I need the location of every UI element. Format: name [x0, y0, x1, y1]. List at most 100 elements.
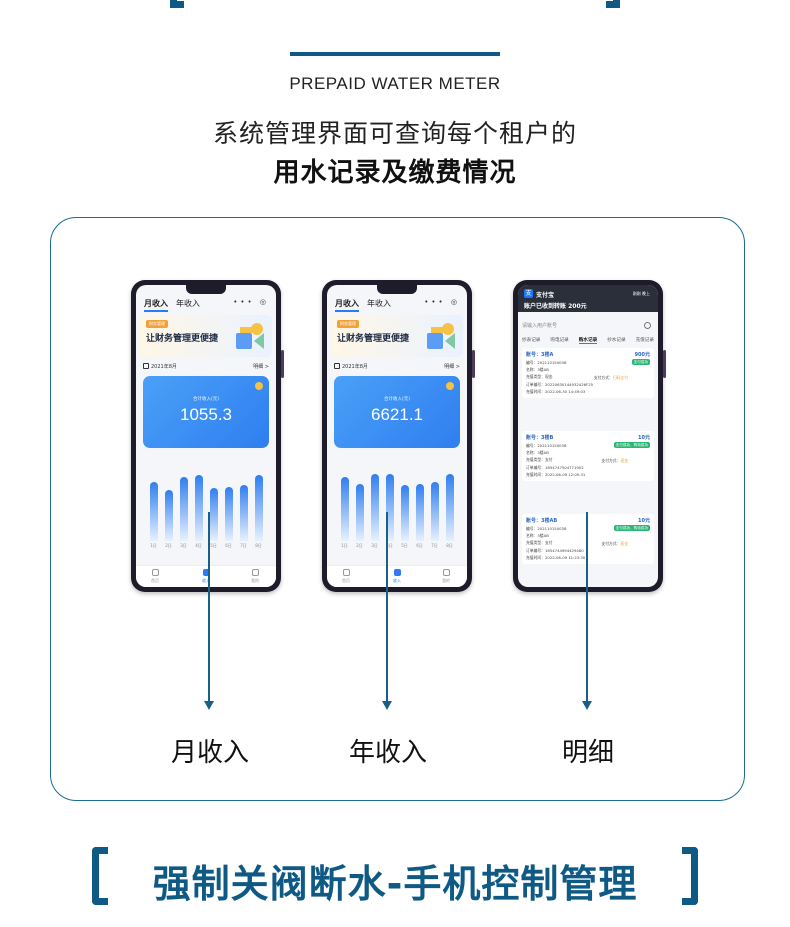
payment-notification[interactable]: 支 支付宝 刚刚 晚上 账户已收到转账 200元 [518, 285, 658, 312]
banner-slogan: 让财务管理更便捷 [146, 334, 219, 344]
income-bar [400, 485, 409, 541]
record-name: 名称：3楼AB [526, 367, 549, 373]
bar-label: 2日 [165, 543, 172, 548]
tab-yearly[interactable]: 年收入 [176, 299, 200, 308]
record-account: 账号：3楼AB [526, 518, 558, 524]
bar-label: 2日 [356, 543, 363, 548]
promo-banner: 财务管理 让财务管理更便捷 [331, 315, 463, 357]
right-bracket [606, 0, 620, 8]
income-bar [415, 483, 424, 541]
side-button [663, 350, 666, 378]
income-bar [430, 481, 439, 541]
caption-yearly: 年收入 [348, 738, 427, 768]
record-tabs: 抄表记录 购电记录 购水记录 抄水记录 充值记录 [522, 337, 654, 344]
calendar-icon[interactable] [143, 363, 149, 369]
bar-label: 5日 [401, 543, 408, 548]
record-pay-method: 支付方式： [601, 458, 621, 463]
promo-banner: 财务管理 让财务管理更便捷 [140, 315, 272, 357]
tab-monthly[interactable]: 月收入 [335, 298, 359, 312]
title-line-2: 用水记录及缴费情况 [273, 158, 517, 188]
calendar-icon[interactable] [334, 363, 340, 369]
arrow-down-icon [382, 512, 392, 710]
phone-screen: 月收入 年收入 ••• ◎ 财务管理 让财务管理更便捷 2021年8月 明细 >… [327, 285, 467, 587]
notification-app: 支付宝 [536, 292, 555, 299]
income-bar [254, 475, 263, 541]
caption-details: 明细 [561, 738, 614, 768]
banner-slogan: 让财务管理更便捷 [337, 334, 410, 344]
phone-screen: 月收入 年收入 ••• ◎ 财务管理 让财务管理更便捷 2021年8月 明细 >… [136, 285, 276, 587]
income-bar [224, 486, 233, 541]
nav-profile[interactable]: 我的 [240, 569, 270, 584]
record-pay-type: 充值类型：支付 [526, 540, 553, 546]
income-bar [385, 473, 394, 541]
record-pay-method-value: 现金 [620, 541, 628, 546]
account-search[interactable]: 请输入用户账号 [522, 322, 654, 332]
bar-label: 5日 [210, 543, 217, 548]
phone-details: 支 支付宝 刚刚 晚上 账户已收到转账 200元 请输入用户账号 抄表记录 购电… [513, 280, 666, 592]
detail-link[interactable]: 明细 > [253, 364, 269, 370]
record-account: 账号：3楼B [526, 435, 554, 441]
bar-label: 6日 [416, 543, 423, 548]
finance-illustration-icon [236, 323, 264, 349]
date-label[interactable]: 2021年8月 [151, 364, 177, 370]
nav-profile[interactable]: 我的 [431, 569, 461, 584]
status-badge: 支付成功，购电成功 [613, 525, 650, 531]
search-input[interactable]: 请输入用户账号 [522, 323, 558, 329]
notification-time: 刚刚 晚上 [632, 291, 650, 296]
phone-screen: 支 支付宝 刚刚 晚上 账户已收到转账 200元 请输入用户账号 抄表记录 购电… [518, 285, 658, 587]
right-bracket [682, 847, 698, 905]
record-no: 编号：202110150038 [526, 360, 567, 365]
bar-label: 8日 [446, 543, 453, 548]
more-icon[interactable]: ••• ◎ [233, 298, 269, 306]
nav-home[interactable]: 首页 [331, 569, 361, 584]
tab-electric-purchase[interactable]: 购电记录 [550, 338, 569, 343]
arrow-down-icon [582, 512, 592, 710]
income-bar [370, 473, 379, 541]
tab-monthly[interactable]: 月收入 [144, 298, 168, 312]
income-bar [445, 473, 454, 541]
title-line-1: 系统管理界面可查询每个租户的 [212, 119, 577, 148]
coin-icon [255, 382, 263, 390]
tab-meter-reading[interactable]: 抄表记录 [522, 338, 541, 343]
income-bar [179, 477, 188, 541]
date-row: 2021年8月 明细 > [143, 363, 269, 370]
section-heading-text: 强制关阀断水-手机控制管理 [152, 862, 638, 906]
bar-label: 7日 [240, 543, 247, 548]
record-name: 名称：3楼AB [526, 533, 549, 539]
nav-income[interactable]: 收入 [382, 569, 412, 584]
tab-water-purchase[interactable]: 购水记录 [578, 338, 598, 344]
profile-icon [251, 569, 259, 576]
status-badge: 支付成功 [631, 359, 650, 365]
income-tabs: 月收入 年收入 [335, 298, 391, 312]
left-bracket [92, 847, 108, 905]
more-icon[interactable]: ••• ◎ [424, 298, 460, 306]
bar-label: 6日 [225, 543, 232, 548]
record-pay-method-value: 现金 [620, 458, 628, 463]
caption-monthly: 月收入 [170, 738, 249, 768]
nav-home[interactable]: 首页 [140, 569, 170, 584]
record-order: 订单编号：1654747504771902 [526, 464, 584, 470]
date-label[interactable]: 2021年8月 [342, 364, 368, 370]
record-time: 充值时间：2022-06-09 11:23:30 [526, 554, 586, 560]
income-bar [239, 485, 248, 541]
record-amount: 900元 [634, 352, 650, 358]
income-bar [340, 477, 349, 541]
income-bar [194, 475, 203, 541]
banner-tag: 财务管理 [337, 320, 359, 328]
tab-recharge[interactable]: 充值记录 [635, 338, 654, 343]
notification-message: 账户已收到转账 200元 [524, 303, 587, 310]
search-icon[interactable] [644, 322, 651, 329]
nav-income[interactable]: 收入 [191, 569, 221, 584]
bar-label: 3日 [180, 543, 187, 548]
detail-link[interactable]: 明细 > [444, 364, 460, 370]
income-icon [393, 569, 401, 576]
tab-yearly[interactable]: 年收入 [367, 299, 391, 308]
record-amount: 10元 [638, 435, 650, 441]
tab-water-reading[interactable]: 抄水记录 [607, 338, 626, 343]
camera-notch [186, 285, 226, 294]
income-card-value: 1055.3 [180, 405, 232, 424]
